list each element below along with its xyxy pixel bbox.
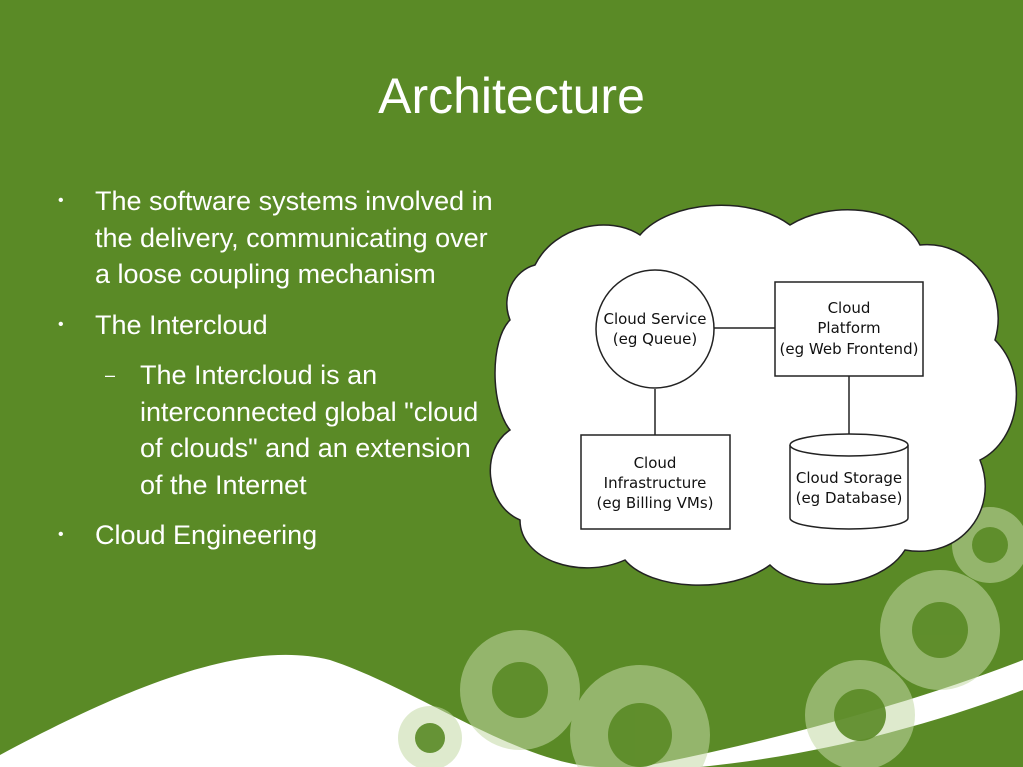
cloud-infrastructure-label: Cloud: [634, 454, 677, 472]
cloud-infrastructure-sublabel: (eg Billing VMs): [597, 494, 714, 512]
cloud-platform-label: Cloud: [828, 299, 871, 317]
cloud-storage-sublabel: (eg Database): [796, 489, 903, 507]
cloud-service-node: [595, 269, 715, 389]
bullet-dot-icon: •: [58, 315, 64, 333]
bullet-text: Cloud Engineering: [95, 520, 318, 550]
bullet-dot-icon: •: [58, 192, 64, 209]
sub-bullet-item: – The Intercloud is an interconnected gl…: [58, 357, 498, 503]
bullet-text: The software systems involved in the del…: [95, 186, 493, 289]
bullet-text: The Intercloud: [95, 309, 268, 340]
cloud-platform-label-2: Platform: [817, 319, 880, 337]
cloud-infrastructure-label-2: Infrastructure: [604, 474, 707, 492]
cloud-storage-node: [789, 445, 909, 530]
cloud-infrastructure-node: [580, 434, 731, 530]
bullet-dot-icon: •: [58, 526, 64, 543]
cloud-platform-sublabel: (eg Web Frontend): [780, 340, 919, 358]
slide-title: Architecture: [378, 68, 645, 124]
bullet-item: • The Intercloud: [58, 307, 498, 344]
bullet-item: • Cloud Engineering: [58, 517, 498, 554]
cloud-storage-label: Cloud Storage: [796, 469, 902, 487]
bullet-item: • The software systems involved in the d…: [58, 183, 498, 293]
cloud-shape: [489, 204, 1018, 586]
cloud-storage-top: [789, 433, 909, 457]
flower-centers: [415, 527, 1008, 767]
sub-bullet-text: The Intercloud is an interconnected glob…: [140, 360, 479, 500]
cloud-platform-node: [774, 281, 924, 377]
bullet-dash-icon: –: [105, 365, 116, 385]
cloud-service-label: Cloud Service: [603, 310, 706, 328]
cloud-service-sublabel: (eg Queue): [613, 330, 698, 348]
bullet-list: • The software systems involved in the d…: [58, 183, 498, 568]
